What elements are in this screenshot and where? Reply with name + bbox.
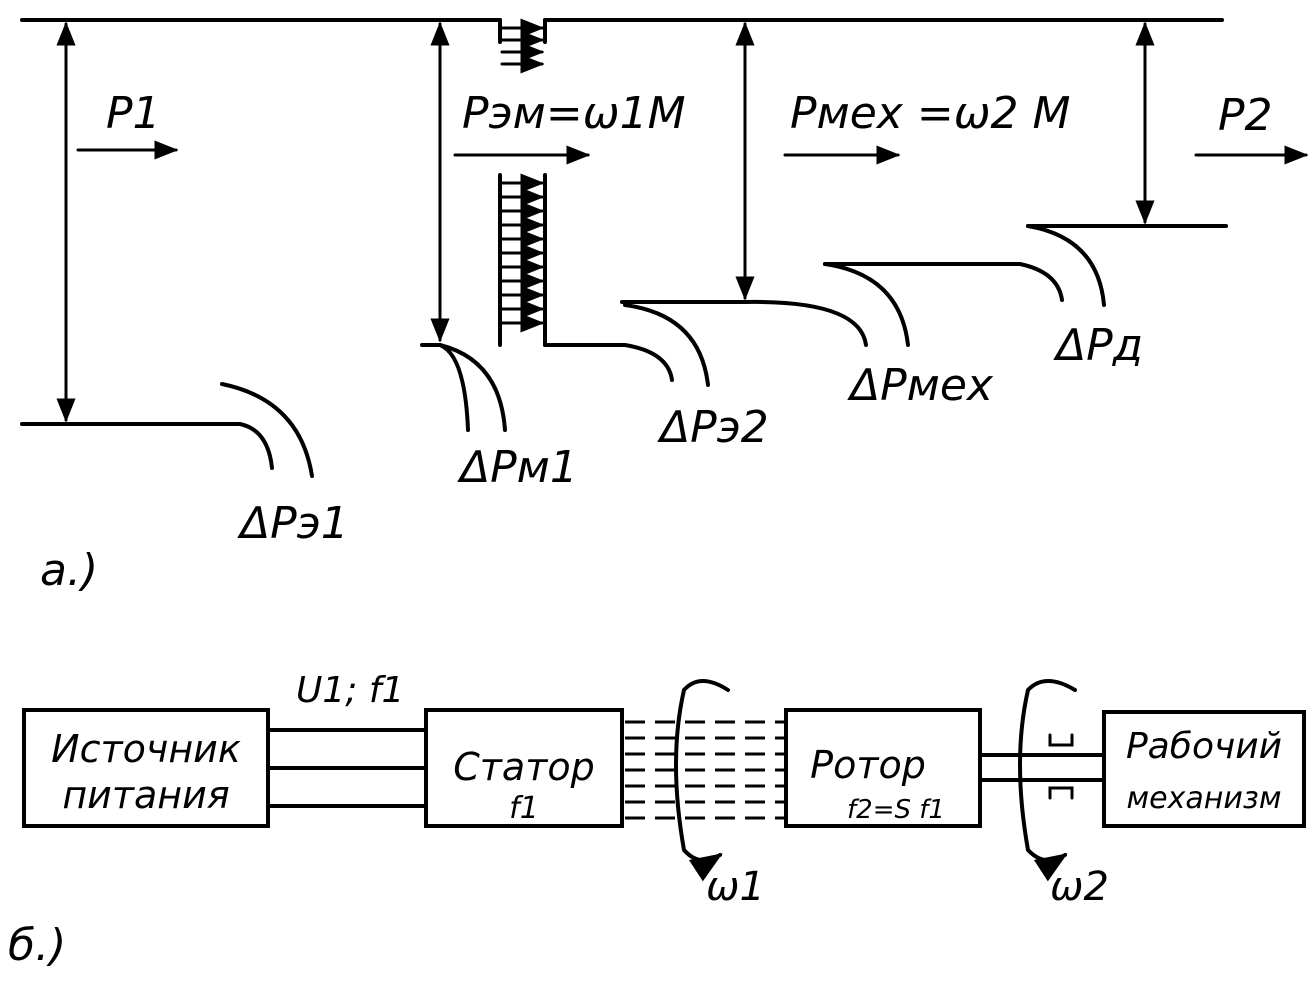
dpe1-label: ΔPэ1 <box>237 498 349 549</box>
gap-hatch-top <box>500 18 545 74</box>
supply-label: U1; f1 <box>296 670 404 711</box>
p1-label: P1 <box>106 88 161 139</box>
mechanism-block <box>1102 710 1306 828</box>
stator-frequency: f1 <box>509 791 539 826</box>
loss-d-outer <box>1026 224 1106 307</box>
field-lines <box>625 720 786 820</box>
stator-block <box>424 708 624 828</box>
loss-mex-inner <box>743 299 868 347</box>
omega2-label: ω2 <box>1050 864 1109 910</box>
dpe2-label: ΔPэ2 <box>657 402 769 453</box>
omega2-rotation-arrow <box>1018 679 1077 882</box>
energy-flow-diagram: P1 Pэм=ω1M Pмех =ω2 M P2 ΔPэ1 ΔPм1 ΔPэ2 … <box>20 18 1309 596</box>
pem-label: Pэм=ω1M <box>462 88 686 139</box>
loss-e1-inner <box>20 422 274 470</box>
rotor-label: Ротор <box>810 743 926 787</box>
block-diagram: Источник питания U1; f1 Статор f1 ω1 Рот… <box>8 670 1306 971</box>
source-label-line2: питания <box>62 773 229 817</box>
dpm1-label: ΔPм1 <box>457 442 578 493</box>
dpmex-label: ΔPмех <box>847 360 994 411</box>
stator-label: Статор <box>453 745 594 789</box>
omega1-rotation-arrow <box>674 679 730 882</box>
coupling-top <box>1048 733 1074 747</box>
coupling-bottom <box>1048 786 1074 800</box>
gap-hatch-bottom <box>500 173 545 333</box>
loss-d-inner <box>823 262 1064 302</box>
p2-label: P2 <box>1218 90 1273 141</box>
rotor-frequency: f2=S f1 <box>847 795 945 825</box>
mechanism-label-line2: механизм <box>1127 781 1282 816</box>
omega1-label: ω1 <box>706 864 765 910</box>
rotor-block <box>784 708 982 828</box>
loss-e2-outer <box>623 303 710 387</box>
pmex-label: Pмех =ω2 M <box>790 88 1070 139</box>
source-label-line1: Источник <box>51 727 241 771</box>
part-b-label: б.) <box>8 920 66 971</box>
dpd-label: ΔPд <box>1053 320 1143 371</box>
loss-m1-outer <box>438 343 507 432</box>
loss-e2-inner <box>543 343 674 382</box>
loss-e1-outer <box>220 382 314 478</box>
part-a-label: a.) <box>40 545 98 596</box>
loss-mex-outer <box>823 262 910 347</box>
loss-m1-inner <box>420 343 470 432</box>
mechanism-label-line1: Рабочий <box>1126 726 1282 767</box>
